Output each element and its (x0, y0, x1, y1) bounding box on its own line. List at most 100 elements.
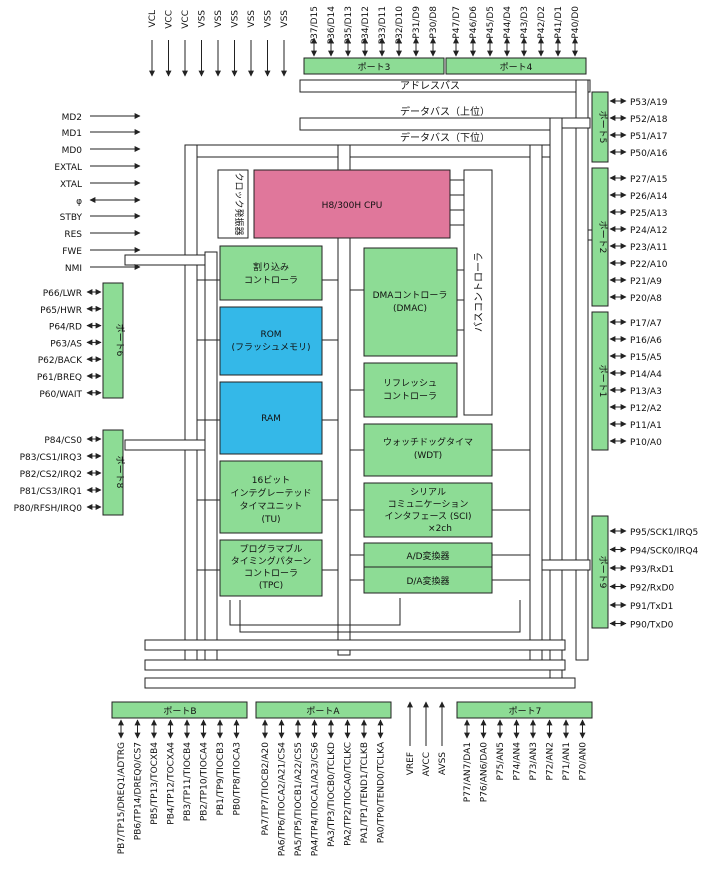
tpc-box (219, 539, 323, 597)
pin-label: P46/D6 (469, 6, 479, 39)
pin-label: P42/D2 (537, 6, 547, 39)
pin-label: P22/A10 (630, 260, 668, 270)
pin-label: P90/TxD0 (630, 621, 674, 631)
pin-label: P77/AN7/DA1 (463, 742, 473, 802)
sci-box (363, 482, 493, 538)
refresh-controller-box (363, 362, 458, 418)
port5-label: ポート5 (597, 111, 608, 144)
pin-label: P26/A14 (630, 192, 668, 202)
pin-label: P17/A7 (630, 319, 662, 329)
interrupt-controller-box (219, 245, 323, 301)
port7-label: ポート7 (509, 706, 542, 717)
ad-label: A/D変換器 (406, 550, 449, 562)
pin-label: P20/A8 (630, 294, 662, 304)
address-bus-right-vertical (575, 79, 589, 661)
port1-box (591, 311, 609, 451)
pin-label: P64/RD (49, 323, 82, 333)
power-pin-label: VSS (247, 10, 257, 28)
pin-label: P43/D3 (520, 6, 530, 39)
port9-label: ポート9 (597, 556, 608, 589)
sci-line1: シリアル (410, 488, 446, 498)
ram-label: RAM (261, 414, 281, 424)
pin-label: P73/AN3 (529, 742, 539, 781)
address-bus (299, 79, 591, 93)
pin-label: P14/A4 (630, 370, 662, 380)
internal-bus-vertical-1 (337, 144, 351, 656)
pin-label: P71/AN1 (562, 742, 572, 781)
pin-label: PA6/TP6/TIOCA2/A21/CS4 (278, 742, 288, 857)
analog-power-label: AVSS (438, 752, 448, 775)
wdt-line2: (WDT) (414, 451, 442, 461)
pin-label: PA3/TP3/TIOCB0/TCLKD (327, 742, 337, 847)
port9-bus (541, 559, 591, 571)
portA-label: ポートA (306, 706, 340, 717)
signal-label: MD1 (62, 129, 82, 139)
sci-line3: インタフェース (SCI) (384, 511, 471, 522)
interrupt-line2: コントローラ (244, 275, 298, 286)
data-bus-left-vertical (184, 144, 198, 666)
pin-label: P83/CS1/IRQ3 (20, 453, 82, 463)
port1-label: ポート1 (597, 365, 608, 398)
tpc-line4: (TPC) (259, 581, 283, 591)
pin-label: P27/A15 (630, 175, 668, 185)
tu-box (219, 460, 323, 534)
pin-label: P72/AN2 (546, 742, 556, 781)
port2-bus (587, 229, 593, 241)
tu-line3: タイマユニット (239, 501, 302, 512)
ram-box (219, 381, 323, 455)
data-bus-upper (299, 117, 563, 131)
signal-label: EXTAL (54, 163, 82, 173)
pin-label: P33/D11 (378, 6, 388, 44)
interrupt-line1: 割り込み (253, 261, 289, 273)
sci-line2: コミュニケーション (388, 499, 469, 510)
pin-label: P93/RxD1 (630, 565, 674, 575)
portA-box (255, 701, 392, 719)
pin-label: P65/HWR (40, 306, 82, 316)
data-bus-upper-label: データバス（上位） (400, 105, 490, 118)
port6-bus (124, 254, 206, 266)
pin-label: P34/D12 (361, 6, 371, 44)
bottom-bus-3 (144, 677, 576, 689)
power-pin-label: VSS (264, 10, 274, 28)
data-bus-lower (184, 144, 551, 158)
power-pin-label: VSS (280, 10, 290, 28)
pin-label: P37/D15 (310, 6, 320, 44)
pin-label: P76/AN6/DA0 (480, 742, 490, 802)
rom-box (219, 306, 323, 376)
port5-bus (561, 117, 591, 129)
pin-label: P12/A2 (630, 404, 662, 414)
signal-label: RES (64, 230, 82, 240)
pin-label: P92/RxD0 (630, 584, 674, 594)
pin-label: P11/A1 (630, 421, 662, 431)
address-bus-label: アドレスバス (400, 80, 460, 92)
pin-label: P47/D7 (452, 6, 462, 39)
pin-label: PA1/TP1/TEND1/TCLKB (360, 742, 370, 843)
port9-box (591, 515, 609, 629)
pin-label: P81/CS3/IRQ1 (20, 487, 82, 497)
port6-label: ポート6 (114, 324, 125, 357)
rom-line2: (フラッシュメモリ) (231, 342, 310, 353)
port7-box (456, 701, 593, 719)
pin-label: P15/A5 (630, 353, 662, 363)
port8-label: ポート8 (114, 456, 125, 489)
pin-label: P74/AN4 (513, 742, 523, 781)
port8-pins: P84/CS0P83/CS1/IRQ3P82/CS2/IRQ2P81/CS3/I… (14, 436, 102, 514)
pin-label: P82/CS2/IRQ2 (20, 470, 82, 480)
pin-label: P31/D9 (412, 6, 422, 39)
internal-wires (197, 179, 530, 633)
bus-lines (124, 79, 593, 689)
rom-line1: ROM (260, 330, 281, 340)
pin-label: P52/A18 (630, 115, 668, 125)
signal-label: FWE (62, 247, 82, 257)
port8-bus (124, 439, 206, 451)
pin-label: PB1/TP9/TIOCB3 (216, 742, 226, 815)
bus-controller-label: バスコントローラ (473, 252, 485, 332)
pin-label: P41/D1 (554, 6, 564, 39)
port3-label: ポート3 (358, 62, 391, 73)
